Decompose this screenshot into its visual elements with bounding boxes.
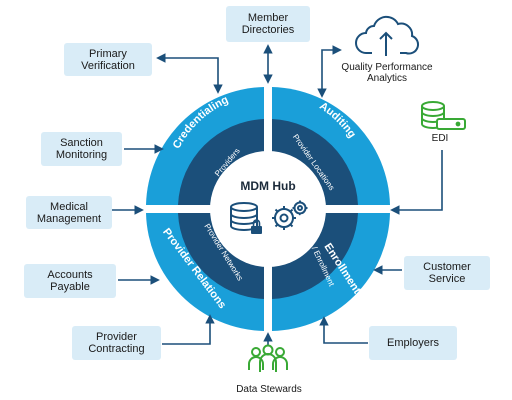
sanction-monitoring-box: Sanction Monitoring (41, 132, 122, 166)
primary-verification-box: Primary Verification (64, 43, 152, 76)
quality-performance-analytics-label: Quality Performance Analytics (341, 62, 433, 84)
arrow-quality-performance-analytics (317, 45, 342, 98)
arrow-primary-verification (156, 53, 223, 94)
arrow-employers (319, 316, 368, 344)
connectors (112, 44, 443, 345)
provider-contracting-box: Provider Contracting (72, 326, 161, 360)
member-directories-box: Member Directories (226, 6, 310, 42)
arrow-provider-contracting (162, 314, 215, 345)
medical-management-box: Medical Management (26, 196, 112, 229)
hub-title: MDM Hub (240, 179, 295, 193)
cloud-upload-icon (355, 15, 419, 56)
database-server-icon (421, 101, 466, 130)
arrow-edi (390, 150, 443, 215)
database-lock-icon (230, 202, 262, 234)
accounts-payable-box: Accounts Payable (24, 264, 116, 298)
data-stewards-label: Data Stewards (236, 384, 302, 395)
customer-service-box: Customer Service (404, 256, 490, 290)
hub-center (210, 151, 326, 267)
employers-box: Employers (369, 326, 457, 360)
gears-icon (272, 200, 308, 230)
edi-label: EDI (431, 133, 449, 144)
people-group-icon (248, 344, 288, 372)
